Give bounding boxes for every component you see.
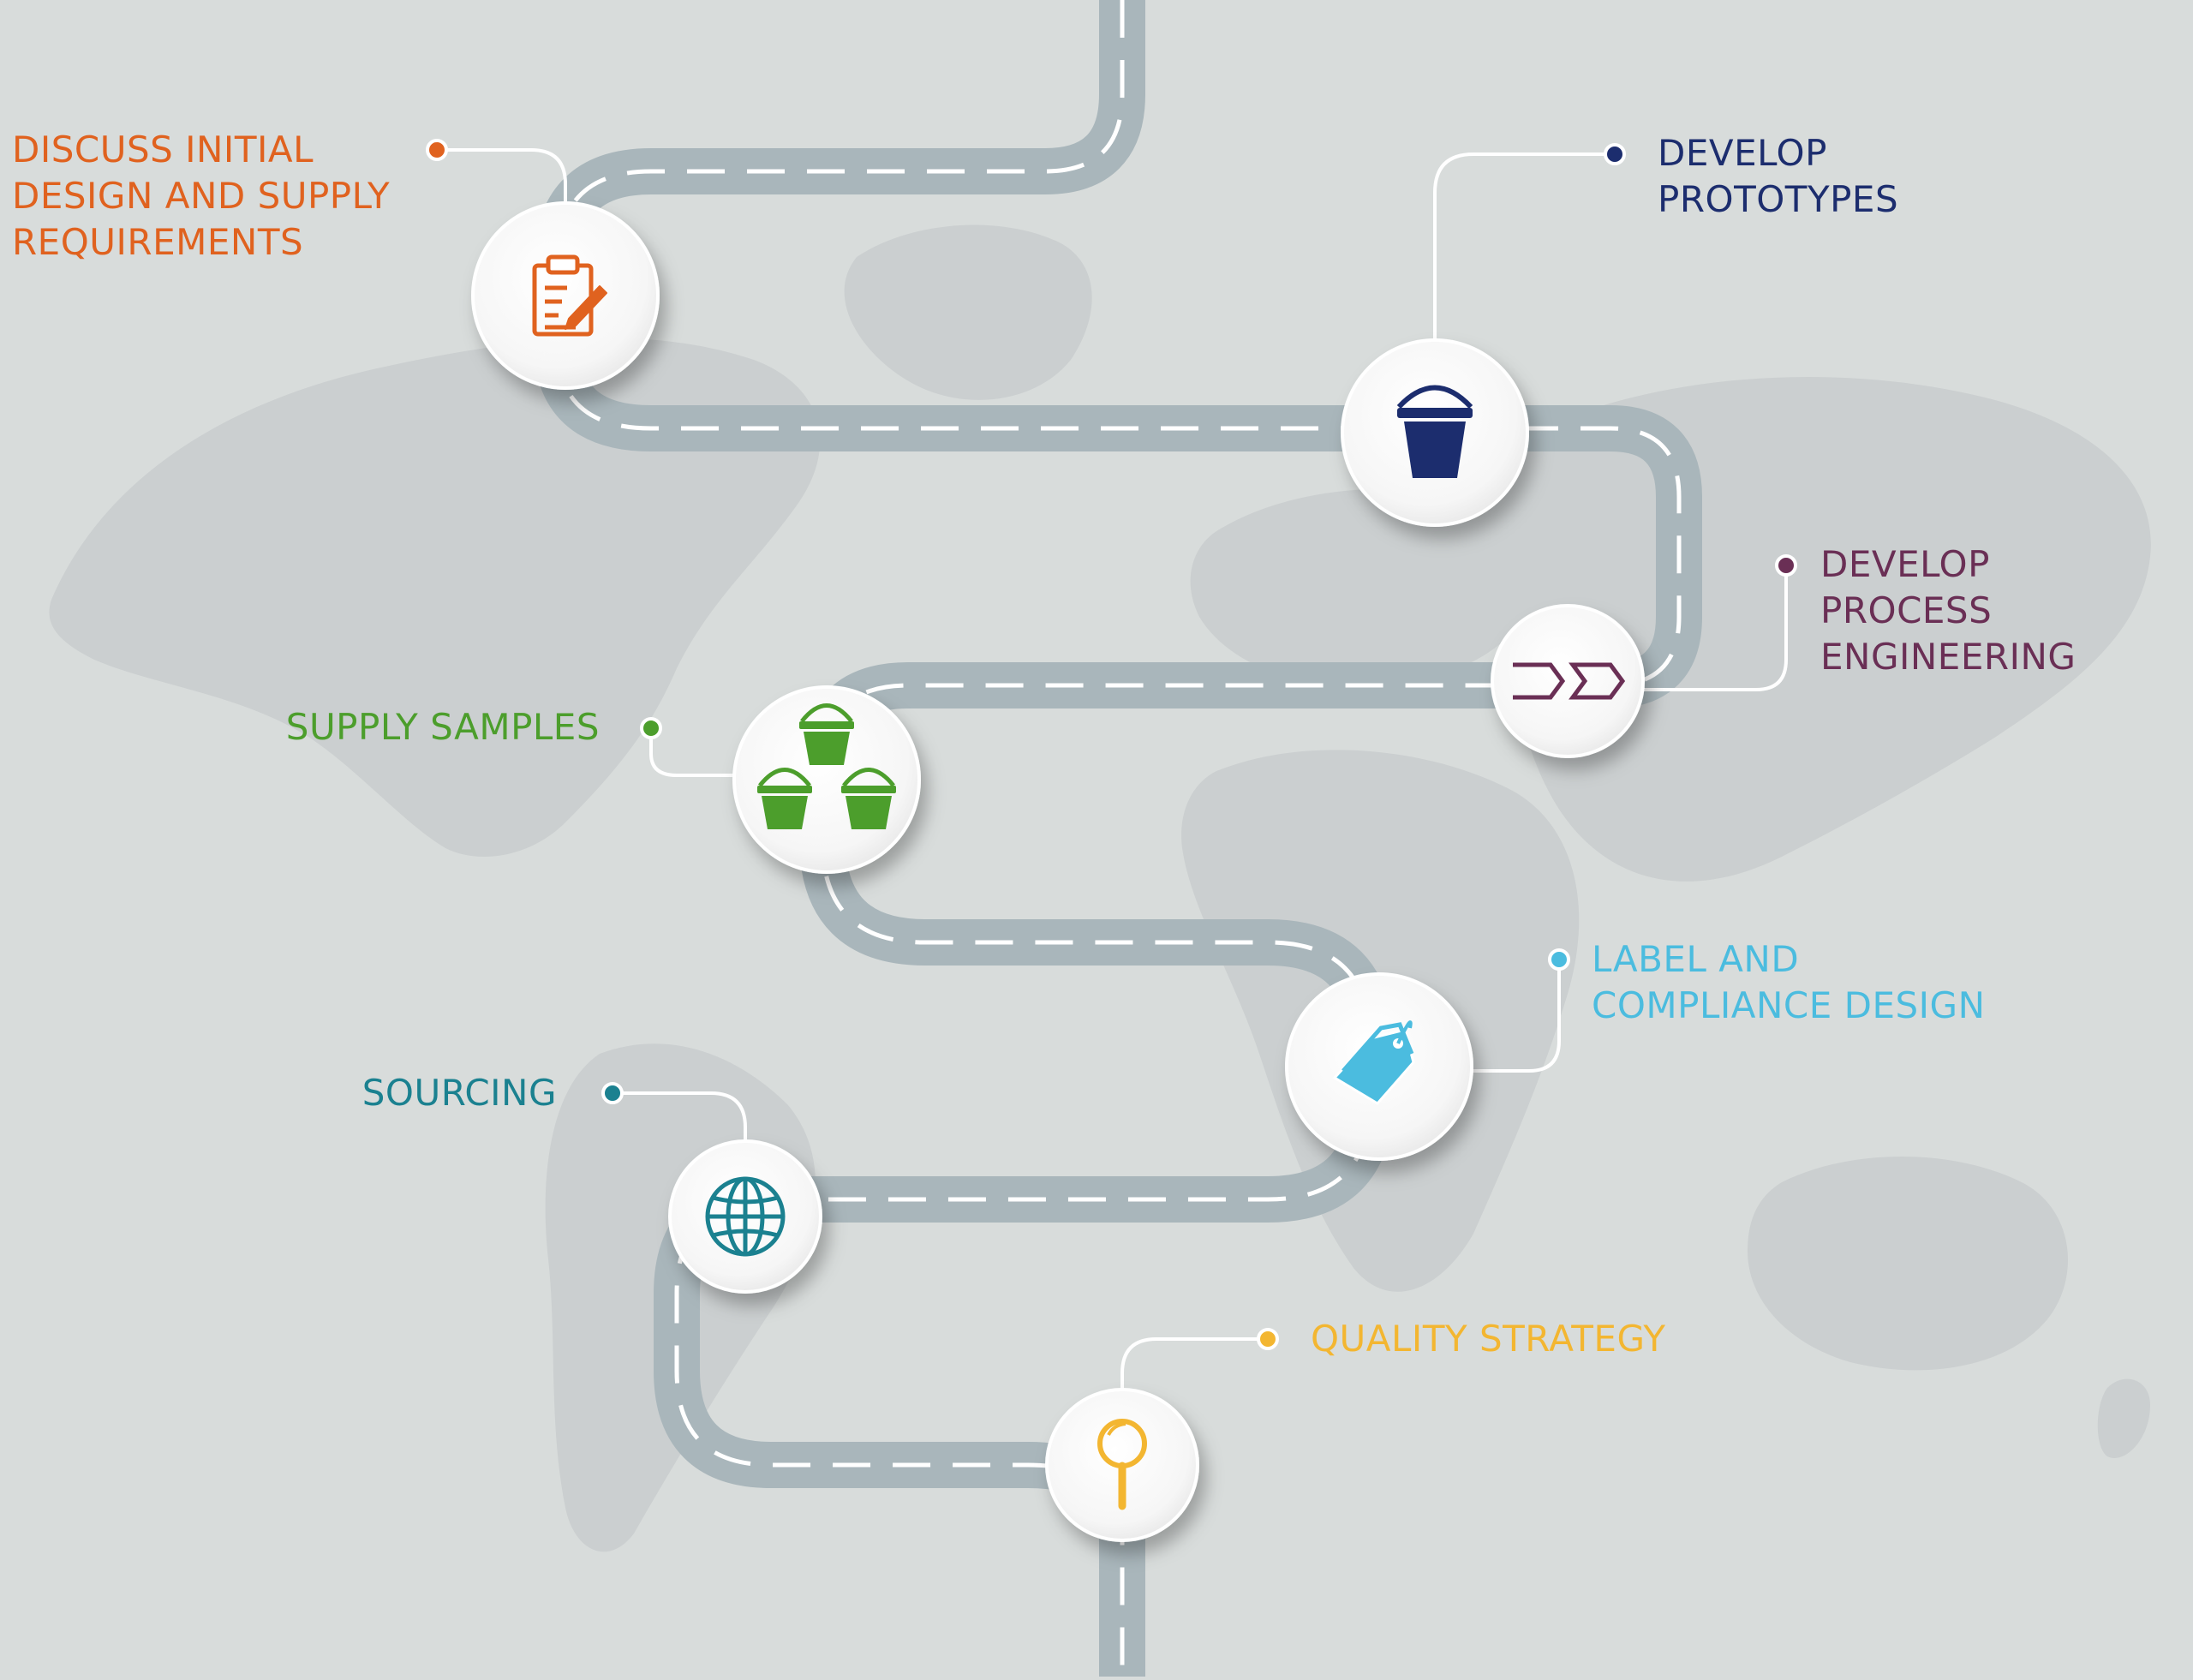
map-north-america	[49, 338, 821, 857]
step-circle-discuss	[471, 201, 660, 390]
step-label-prototypes-line-1: DEVELOP	[1658, 132, 1827, 174]
dot-process	[1775, 554, 1797, 577]
step-label-prototypes: DEVELOP PROTOTYPES	[1658, 130, 1898, 223]
magnifier-icon	[1097, 1419, 1147, 1510]
map-europe	[1190, 488, 1542, 685]
connector-dots	[426, 139, 1797, 1350]
step-label-samples-line-1: SUPPLY SAMPLES	[285, 706, 600, 748]
dot-samples	[640, 717, 662, 739]
process-flow-icon	[1513, 662, 1626, 700]
map-asia	[1480, 377, 2151, 882]
price-tag-icon	[1332, 1020, 1415, 1105]
connector-discuss	[437, 148, 567, 206]
dot-quality	[1257, 1328, 1279, 1350]
dot-discuss	[426, 139, 448, 161]
clipboard-icon	[532, 254, 607, 337]
step-label-discuss-line-2: DESIGN AND SUPPLY	[12, 175, 391, 217]
step-label-process-line-2: PROCESS	[1820, 589, 1993, 631]
step-label-sourcing-line-1: SOURCING	[362, 1072, 557, 1114]
map-australia	[1748, 1157, 2068, 1371]
connector-sourcing	[612, 1091, 747, 1148]
step-label-process-line-3: ENGINEERING	[1820, 636, 2076, 678]
bucket-left	[757, 768, 812, 829]
step-label-label-line-2: COMPLIANCE DESIGN	[1592, 984, 1986, 1026]
bucket-right	[841, 768, 896, 829]
stacked-buckets-icon	[757, 703, 896, 829]
bucket-icon	[1396, 385, 1473, 478]
dot-prototypes	[1604, 143, 1626, 165]
step-label-process: DEVELOP PROCESS ENGINEERING	[1820, 541, 2076, 680]
connector-samples	[649, 728, 737, 777]
connector-prototypes	[1433, 152, 1615, 343]
map-greenland	[844, 224, 1092, 400]
connectors	[437, 148, 1788, 1396]
step-label-prototypes-line-2: PROTOTYPES	[1658, 178, 1899, 220]
step-label-discuss: DISCUSS INITIAL DESIGN AND SUPPLY REQUIR…	[12, 127, 390, 266]
step-label-process-line-1: DEVELOP	[1820, 543, 1990, 585]
step-label-label: LABEL AND COMPLIANCE DESIGN	[1592, 936, 1986, 1029]
dot-label	[1548, 948, 1570, 971]
step-label-label-line-1: LABEL AND	[1592, 938, 1800, 980]
step-label-samples: SUPPLY SAMPLES	[197, 704, 600, 750]
step-label-sourcing: SOURCING	[283, 1070, 557, 1116]
connector-label	[1469, 960, 1561, 1073]
step-label-quality-line-1: QUALITY STRATEGY	[1311, 1318, 1666, 1360]
globe-icon	[705, 1176, 786, 1257]
connector-process	[1632, 565, 1788, 691]
bucket-top	[799, 703, 854, 765]
step-label-discuss-line-3: REQUIREMENTS	[12, 221, 304, 263]
map-new-zealand	[2097, 1378, 2150, 1458]
step-label-quality: QUALITY STRATEGY	[1311, 1316, 1666, 1362]
step-circle-process	[1491, 604, 1645, 758]
step-label-discuss-line-1: DISCUSS INITIAL	[12, 129, 314, 170]
connector-quality	[1120, 1337, 1268, 1396]
road-lane-markings	[554, 0, 1682, 1677]
step-circle-samples	[732, 685, 921, 874]
dot-sourcing	[601, 1082, 624, 1104]
